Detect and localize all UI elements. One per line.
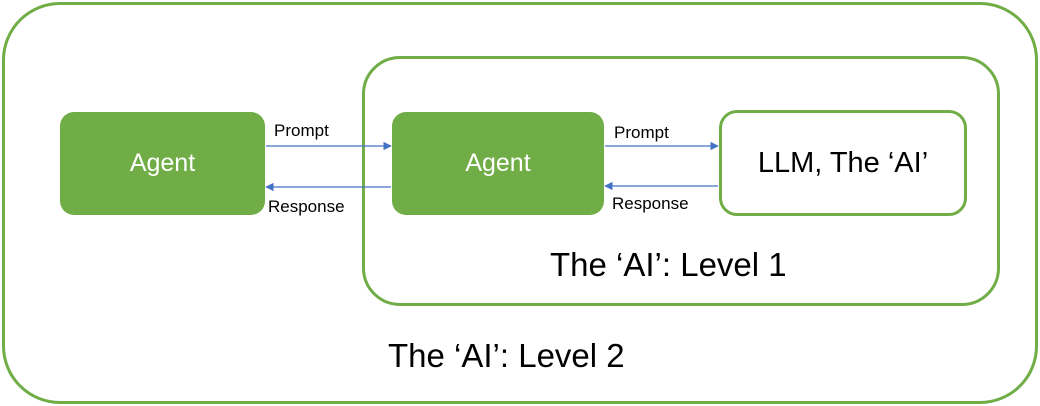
llm-box: LLM, The ‘AI’	[719, 110, 967, 216]
level-1-label: The ‘AI’: Level 1	[550, 246, 787, 283]
inner-agent-box: Agent	[392, 112, 604, 215]
right-prompt-label: Prompt	[614, 123, 669, 142]
left-response-label: Response	[268, 197, 345, 216]
right-response-label: Response	[612, 194, 689, 213]
level-1-container	[362, 56, 1000, 306]
inner-agent-label: Agent	[465, 149, 531, 177]
outer-agent-label: Agent	[129, 149, 196, 177]
llm-label: LLM, The ‘AI’	[757, 146, 929, 179]
left-prompt-label: Prompt	[274, 121, 329, 140]
outer-agent-box: Agent	[60, 112, 265, 215]
level-2-label: The ‘AI’: Level 2	[388, 337, 625, 374]
